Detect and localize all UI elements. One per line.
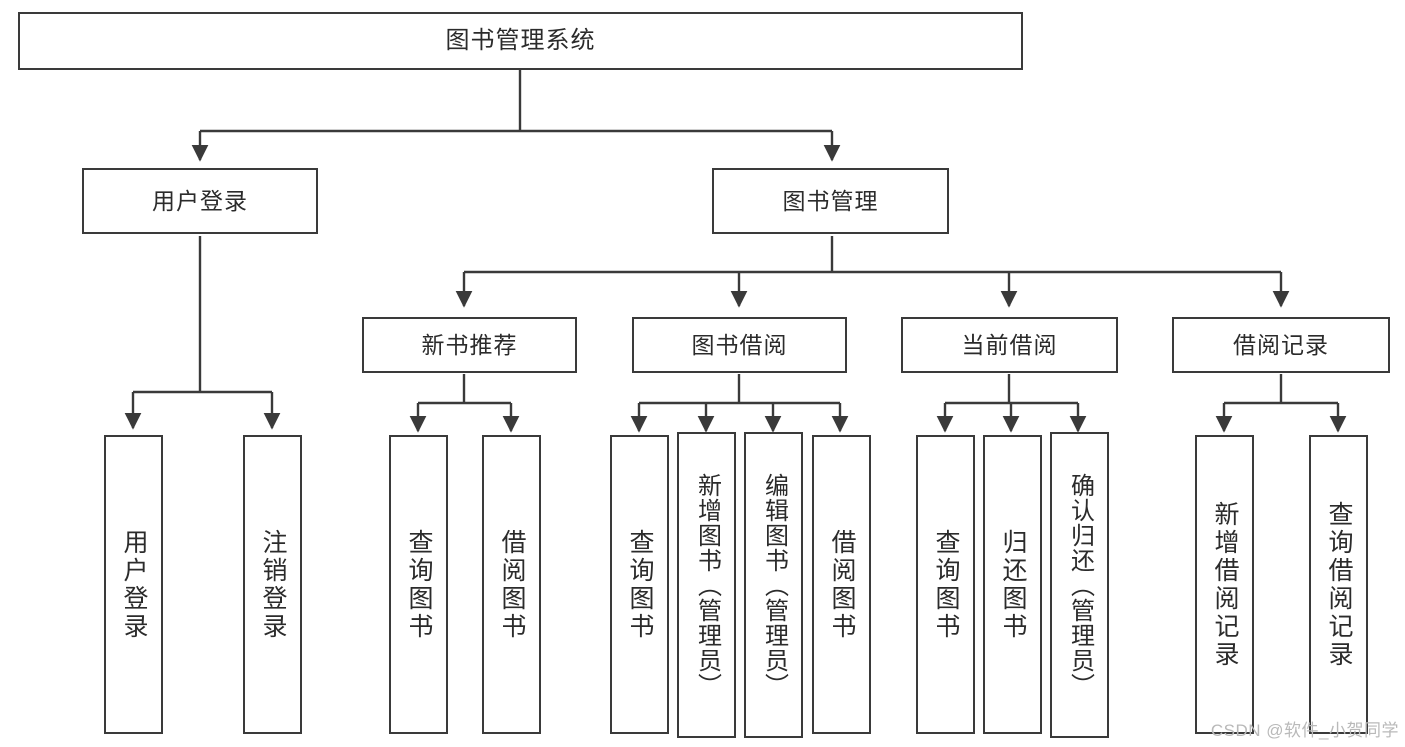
node-label: 借阅图书 xyxy=(498,528,526,641)
node-current-borrow[interactable]: 当前借阅 xyxy=(901,317,1118,373)
node-label: 查询图书 xyxy=(932,528,960,641)
node-label: 新增借阅记录 xyxy=(1211,500,1239,669)
node-new-book-recommend[interactable]: 新书推荐 xyxy=(362,317,577,373)
leaf-current-borrow-confirm-admin[interactable]: 确认归还（管理员） xyxy=(1050,432,1109,738)
leaf-book-borrow-query[interactable]: 查询图书 xyxy=(610,435,669,734)
leaf-current-borrow-query[interactable]: 查询图书 xyxy=(916,435,975,734)
csdn-watermark: CSDN @软件_小贺同学 xyxy=(1210,721,1399,740)
node-label: 查询图书 xyxy=(626,528,654,641)
node-label: 图书管理 xyxy=(782,187,879,214)
node-label: 编辑图书（管理员） xyxy=(760,472,788,698)
node-label: 确认归还（管理员） xyxy=(1066,472,1094,698)
node-label: 新增图书（管理员） xyxy=(693,472,721,698)
leaf-new-book-query[interactable]: 查询图书 xyxy=(389,435,448,734)
node-label: 用户登录 xyxy=(152,187,248,214)
node-label: 注销登录 xyxy=(259,528,287,641)
leaf-book-borrow-edit-admin[interactable]: 编辑图书（管理员） xyxy=(744,432,803,738)
leaf-borrow-record-query[interactable]: 查询借阅记录 xyxy=(1309,435,1368,734)
leaf-current-borrow-return[interactable]: 归还图书 xyxy=(983,435,1042,734)
node-label: 查询图书 xyxy=(405,528,433,641)
node-borrow-record[interactable]: 借阅记录 xyxy=(1172,317,1390,373)
node-label: 用户登录 xyxy=(120,528,148,641)
node-label: 图书管理系统 xyxy=(445,27,596,55)
node-label: 当前借阅 xyxy=(961,331,1058,358)
node-label: 新书推荐 xyxy=(421,331,518,358)
leaf-user-login-logout[interactable]: 注销登录 xyxy=(243,435,302,734)
node-label: 图书借阅 xyxy=(691,331,788,358)
node-book-borrow[interactable]: 图书借阅 xyxy=(632,317,847,373)
leaf-book-borrow-borrow[interactable]: 借阅图书 xyxy=(812,435,871,734)
node-label: 查询借阅记录 xyxy=(1325,500,1353,669)
leaf-book-borrow-add-admin[interactable]: 新增图书（管理员） xyxy=(677,432,736,738)
node-label: 归还图书 xyxy=(999,528,1027,641)
leaf-new-book-borrow[interactable]: 借阅图书 xyxy=(482,435,541,734)
node-user-login[interactable]: 用户登录 xyxy=(82,168,318,234)
node-label: 借阅图书 xyxy=(828,528,856,641)
node-label: 借阅记录 xyxy=(1233,331,1329,358)
leaf-user-login-login[interactable]: 用户登录 xyxy=(104,435,163,734)
node-root-system[interactable]: 图书管理系统 xyxy=(18,12,1023,70)
leaf-borrow-record-add[interactable]: 新增借阅记录 xyxy=(1195,435,1254,734)
node-book-management[interactable]: 图书管理 xyxy=(712,168,949,234)
